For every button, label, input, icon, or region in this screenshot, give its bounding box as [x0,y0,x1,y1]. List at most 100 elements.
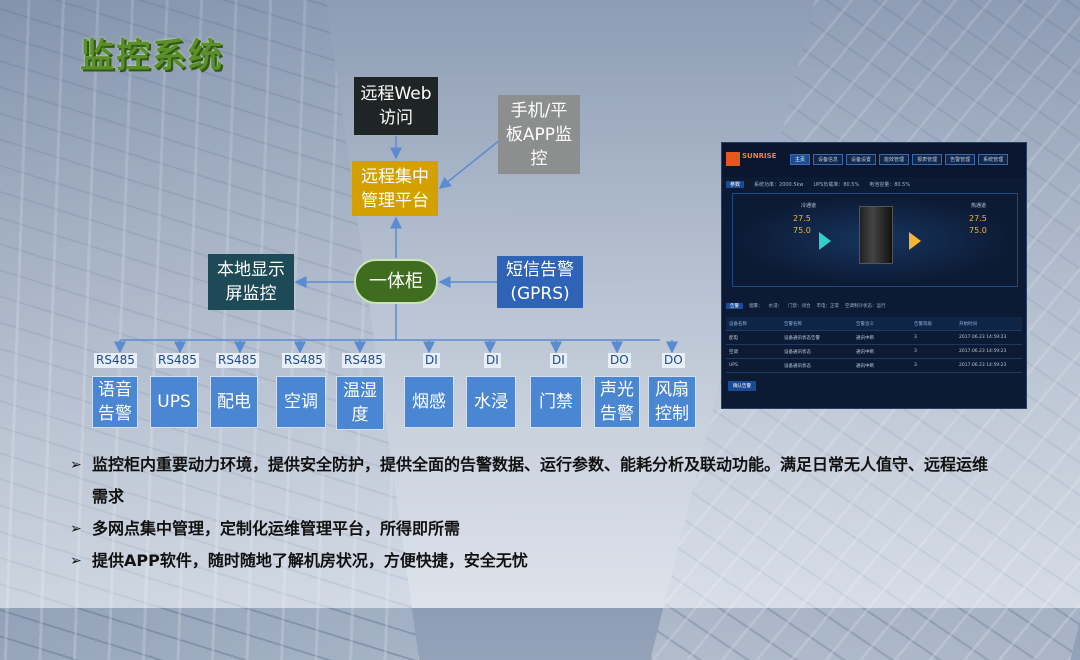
hot-aisle-label: 热通道 [971,202,986,209]
sms-alarm-line1: 短信告警 [506,258,574,282]
central-platform-line2: 管理平台 [361,189,429,213]
cold-humidity: 75.0 [793,226,811,235]
sensor-power-distribution: 配电 [210,376,258,428]
sensor-label: 空调 [284,390,318,414]
local-display-line1: 本地显示 [217,258,285,282]
local-display-node: 本地显示屏监控 [208,254,294,310]
sensor-label: 门禁 [539,390,573,414]
sensor-fan-control: 风扇控制 [648,376,696,428]
bullet-item: ➢ 多网点集中管理，定制化运维管理平台，所得即所需 [70,513,990,545]
sensor-air-conditioner: 空调 [276,376,326,428]
nav-item: 能效管理 [879,154,909,165]
bullet-text: 多网点集中管理，定制化运维管理平台，所得即所需 [92,519,460,538]
table-cell: 通讯中断 [856,349,914,355]
sensor-label: 温湿 [343,379,377,403]
sensor-label: UPS [157,390,191,414]
table-cell: 设备通讯状态 [784,349,856,355]
cabinet-label: 一体柜 [369,270,423,294]
protocol-label: DO [662,353,685,368]
screenshot-nav: 主页 设备信息 设备设置 能效管理 报表管理 告警管理 系统管理 [790,154,1008,165]
table-row: UPS 设备通讯状态 通讯中断 3 2017.06.23 14:59:23 [726,359,1022,373]
sensor-temperature-humidity: 温湿度 [336,376,384,430]
status-item: 门禁：闭合 [788,303,811,309]
sensor-label: 声光 [600,378,634,402]
sms-alarm-node: 短信告警(GPRS) [497,256,583,308]
stat-battery: 电池容量：80.5% [869,181,910,188]
nav-item: 报表管理 [912,154,942,165]
table-cell: 2017.06.23 14:59:23 [959,349,1019,354]
sensor-label: 风扇 [655,378,689,402]
nav-home: 主页 [790,154,810,165]
sms-alarm-line2: (GPRS) [506,282,574,306]
hot-air-arrow-icon [909,232,921,250]
sensor-label: 度 [343,403,377,427]
screenshot-stats: 参数 系统功率：2000.5kw UPS负载率：80.5% 电池容量：80.5% [726,179,1022,189]
nav-item: 设备设置 [846,154,876,165]
mobile-app-node: 手机/平板APP监控 [498,95,580,174]
sensor-label: 烟感 [412,390,446,414]
table-cell: 3 [914,363,959,368]
sensor-label: 语音 [98,378,132,402]
status-item: 水浸： [769,303,783,309]
sensor-label: 控制 [655,402,689,426]
table-cell: 设备通讯状态 [784,363,856,369]
bullet-arrow-icon: ➢ [70,545,82,577]
cabinet-panel: 冷通道 27.5 75.0 热通道 27.5 75.0 [732,193,1018,287]
sensor-label: 配电 [217,390,251,414]
remote-web-line2: 访问 [360,106,431,130]
table-cell: UPS [726,363,784,368]
bullet-item: ➢ 监控柜内重要动力环境，提供安全防护，提供全面的告警数据、运行参数、能耗分析及… [70,449,990,513]
cabinet-image [859,206,893,264]
hot-temperature: 27.5 [969,214,987,223]
sensor-label: 水浸 [474,390,508,414]
mobile-app-line2: 板APP监 [506,123,572,147]
sensor-water-leak: 水浸 [466,376,516,428]
protocol-label: RS485 [94,353,137,368]
alarm-table: 设备名称 告警名称 告警含义 告警等级 开始时间 配电 设备通讯状态告警 通讯中… [726,317,1022,373]
table-header: 设备名称 告警名称 告警含义 告警等级 开始时间 [726,317,1022,331]
bullet-text: 监控柜内重要动力环境，提供安全防护，提供全面的告警数据、运行参数、能耗分析及联动… [92,455,988,506]
table-cell: 2017.06.23 14:59:23 [959,363,1019,368]
confirm-alarm-button: 确认告警 [728,381,756,391]
status-tag: 告警 [726,303,743,309]
nav-item: 设备信息 [813,154,843,165]
table-row: 空调 设备通讯状态 通讯中断 3 2017.06.23 14:59:23 [726,345,1022,359]
protocol-label: DI [423,353,440,368]
remote-web-line1: 远程Web [360,82,431,106]
table-header-cell: 开始时间 [959,321,1019,327]
screenshot-header: SUNRISE 主页 设备信息 设备设置 能效管理 报表管理 告警管理 系统管理 [722,143,1026,177]
stats-tag: 参数 [726,181,744,188]
sensor-label: 告警 [600,402,634,426]
hot-humidity: 75.0 [969,226,987,235]
central-platform-node: 远程集中管理平台 [352,161,438,216]
nav-item: 系统管理 [978,154,1008,165]
protocol-label: DI [550,353,567,368]
brand-name: SUNRISE [742,152,776,160]
table-row: 配电 设备通讯状态告警 通讯中断 3 2017.06.23 14:59:23 [726,331,1022,345]
table-cell: 空调 [726,349,784,355]
status-item: 空调制冷状态：运行 [845,303,886,309]
cold-aisle-label: 冷通道 [801,202,816,209]
sensor-ups: UPS [150,376,198,428]
bullet-arrow-icon: ➢ [70,513,82,545]
protocol-label: DO [608,353,631,368]
table-cell: 通讯中断 [856,335,914,341]
sensor-voice-alarm: 语音告警 [92,376,138,428]
protocol-label: RS485 [156,353,199,368]
brand-logo-icon [726,152,740,166]
cabinet-node: 一体柜 [354,259,438,304]
table-cell: 3 [914,349,959,354]
nav-item: 告警管理 [945,154,975,165]
line-app-to-platform [440,140,500,188]
mobile-app-line3: 控 [506,147,572,171]
sensor-smoke: 烟感 [404,376,454,428]
sensor-sound-light-alarm: 声光告警 [594,376,640,428]
status-item: 烟雾： [749,303,763,309]
protocol-label: RS485 [216,353,259,368]
screenshot-status-bar: 告警 烟雾： 水浸： 门禁：闭合 市电：正常 空调制冷状态：运行 [726,301,1022,310]
monitoring-screenshot: SUNRISE 主页 设备信息 设备设置 能效管理 报表管理 告警管理 系统管理… [721,142,1027,409]
sensor-label: 告警 [98,402,132,426]
table-header-cell: 设备名称 [726,321,784,327]
protocol-label: RS485 [282,353,325,368]
